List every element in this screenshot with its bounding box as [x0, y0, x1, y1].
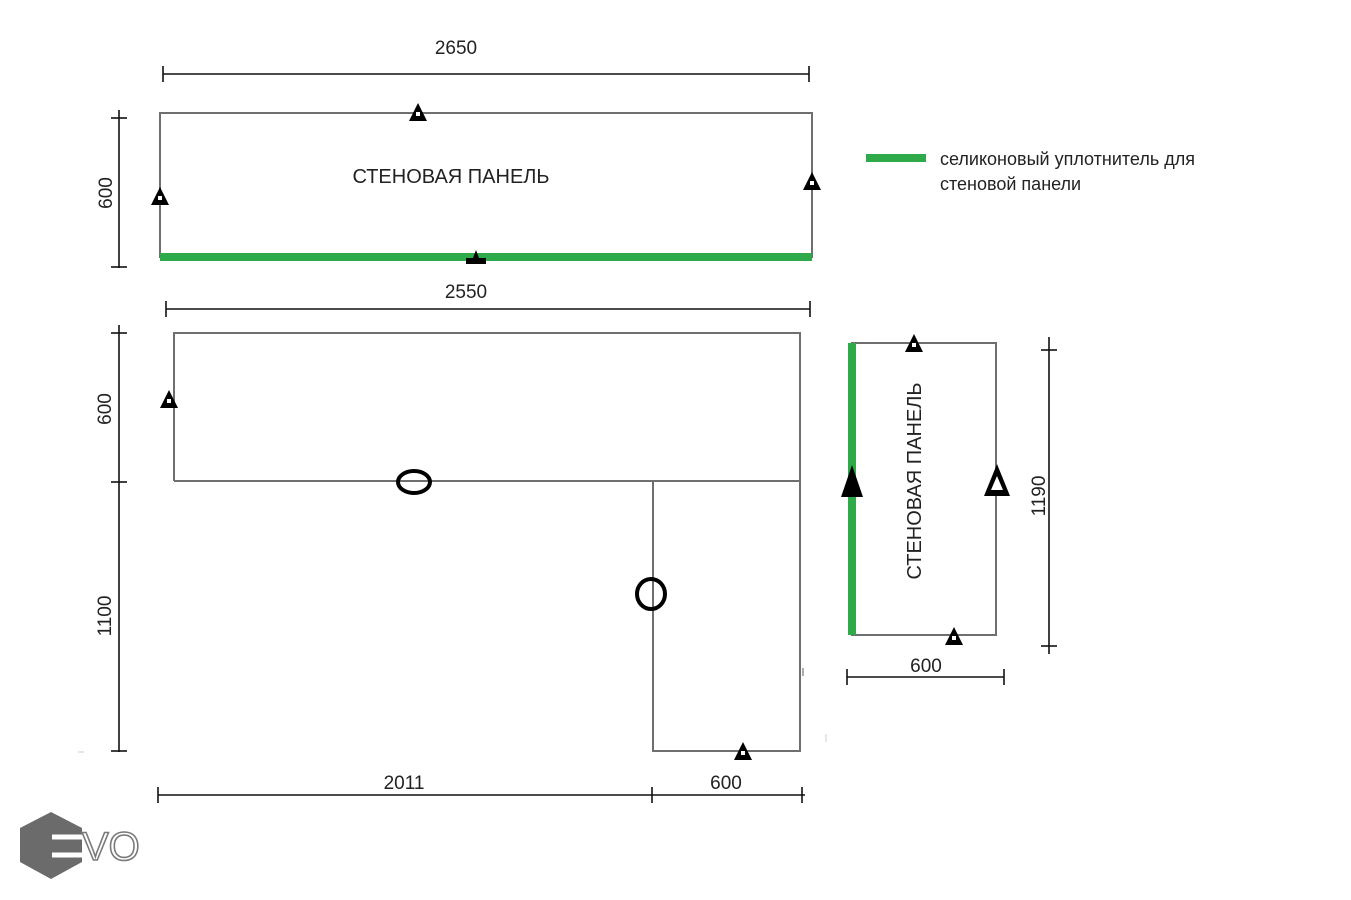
dimension-countertop-bottom: 2011 600 — [157, 773, 805, 803]
marker-triangle-large-icon — [841, 465, 863, 497]
legend: селиконовый уплотнитель для стеновой пан… — [866, 149, 1195, 194]
joint-circle-icon — [635, 577, 667, 611]
side-wall-panel: СТЕНОВАЯ ПАНЕЛЬ — [841, 334, 1010, 645]
dimension-label: 600 — [910, 656, 942, 677]
legend-line-2: стеновой панели — [940, 174, 1081, 194]
countertop-outline — [78, 332, 827, 753]
marker-flat-icon — [466, 250, 486, 264]
top-wall-panel: СТЕНОВАЯ ПАНЕЛЬ — [151, 103, 821, 264]
marker-triangle-icon — [160, 390, 178, 408]
dimension-label: 1190 — [1029, 476, 1050, 517]
dimension-label: 1100 — [95, 596, 116, 637]
joint-ellipse-icon — [396, 469, 432, 495]
marker-triangle-outline-icon — [984, 464, 1010, 496]
dimension-countertop-width: 2550 — [165, 282, 811, 317]
marker-triangle-icon — [151, 187, 169, 205]
legend-line-1: селиконовый уплотнитель для — [940, 149, 1195, 169]
hexagon-logo-icon — [20, 812, 82, 879]
dimension-top-height: 600 — [96, 110, 127, 268]
dimension-label: 2550 — [445, 282, 487, 303]
brand-logo: VO — [20, 812, 141, 879]
dimension-side-width: 600 — [846, 656, 1005, 685]
dimension-top-width: 2650 — [162, 38, 810, 82]
dimension-label: 2011 — [384, 773, 425, 794]
dimension-label: 2650 — [435, 38, 477, 59]
dimension-side-height: 1190 — [1029, 337, 1057, 654]
marker-triangle-icon — [803, 172, 821, 190]
dimension-countertop-left: 600 1100 — [95, 325, 127, 752]
side-panel-label: СТЕНОВАЯ ПАНЕЛЬ — [904, 382, 926, 579]
dimension-label: 600 — [96, 177, 117, 209]
dimension-label: 600 — [710, 773, 742, 794]
top-panel-label: СТЕНОВАЯ ПАНЕЛЬ — [352, 166, 549, 188]
logo-text: VO — [82, 825, 140, 869]
dimension-label: 600 — [95, 393, 116, 425]
